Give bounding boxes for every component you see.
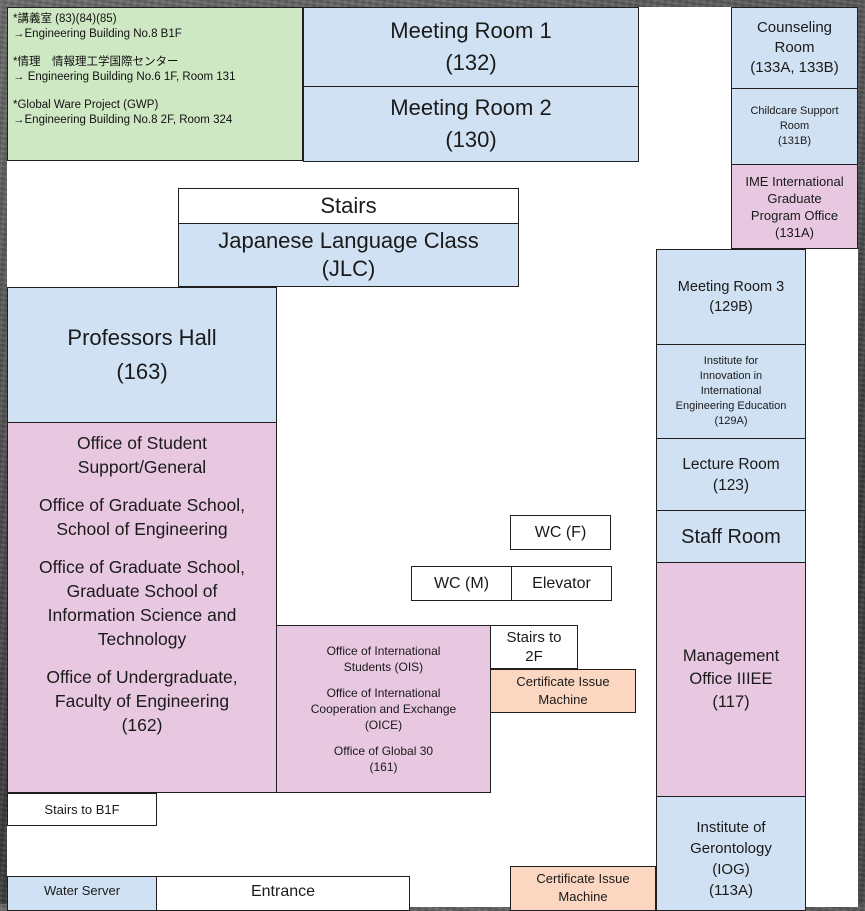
entrance[interactable]: Entrance — [156, 876, 410, 911]
meeting-room-2[interactable]: Meeting Room 2 (130) — [303, 86, 639, 162]
childcare-support-room[interactable]: Childcare Support Room (131B) — [731, 88, 858, 165]
iiiee-institute[interactable]: Institute for Innovation in Internationa… — [656, 344, 806, 439]
ime-program-office[interactable]: IME International Graduate Program Offic… — [731, 164, 858, 249]
wc-male[interactable]: WC (M) — [411, 566, 512, 601]
certificate-issue-machine-entrance[interactable]: Certificate Issue Machine — [510, 866, 656, 911]
office-global-30: Office of Global 30 (161) — [333, 744, 434, 774]
wc-female[interactable]: WC (F) — [510, 515, 611, 550]
stairs-to-2f[interactable]: Stairs to 2F — [490, 625, 578, 669]
meeting-room-1[interactable]: Meeting Room 1 (132) — [303, 7, 639, 87]
office-undergraduate: Office of Undergraduate, Faculty of Engi… — [46, 667, 238, 735]
elevator[interactable]: Elevator — [511, 566, 612, 601]
corridor — [638, 7, 732, 249]
note-item: *Global Ware Project (GWP) →Engineering … — [13, 99, 233, 126]
office-oice: Office of International Cooperation and … — [310, 686, 457, 732]
office-162[interactable]: Office of Student Support/General Office… — [7, 422, 277, 793]
institute-of-gerontology[interactable]: Institute of Gerontology (IOG) (113A) — [656, 796, 806, 911]
meeting-room-3[interactable]: Meeting Room 3 (129B) — [656, 249, 806, 345]
stairs-to-b1f[interactable]: Stairs to B1F — [7, 793, 157, 826]
japanese-language-class[interactable]: Japanese Language Class (JLC) — [178, 223, 519, 287]
office-161[interactable]: Office of International Students (OIS) O… — [276, 625, 491, 793]
note-item: *講義室 (83)(84)(85) →Engineering Building … — [13, 13, 182, 40]
professors-hall[interactable]: Professors Hall (163) — [7, 287, 277, 423]
certificate-issue-machine[interactable]: Certificate Issue Machine — [490, 669, 636, 713]
management-office[interactable]: Management Office IIIEE (117) — [656, 562, 806, 797]
notes-box: *講義室 (83)(84)(85) →Engineering Building … — [7, 7, 303, 161]
counseling-room[interactable]: Counseling Room (133A, 133B) — [731, 7, 858, 89]
lecture-room[interactable]: Lecture Room (123) — [656, 438, 806, 511]
office-graduate-engineering: Office of Graduate School, School of Eng… — [39, 495, 245, 539]
water-server[interactable]: Water Server — [7, 876, 157, 911]
stairs-top[interactable]: Stairs — [178, 188, 519, 224]
note-item: *情理 情報理工学国際センター → Engineering Building N… — [13, 56, 236, 83]
office-student-support: Office of Student Support/General — [76, 433, 208, 477]
office-graduate-information-science: Office of Graduate School, Graduate Scho… — [39, 557, 245, 649]
staff-room[interactable]: Staff Room — [656, 510, 806, 563]
office-ois: Office of International Students (OIS) — [326, 644, 441, 674]
